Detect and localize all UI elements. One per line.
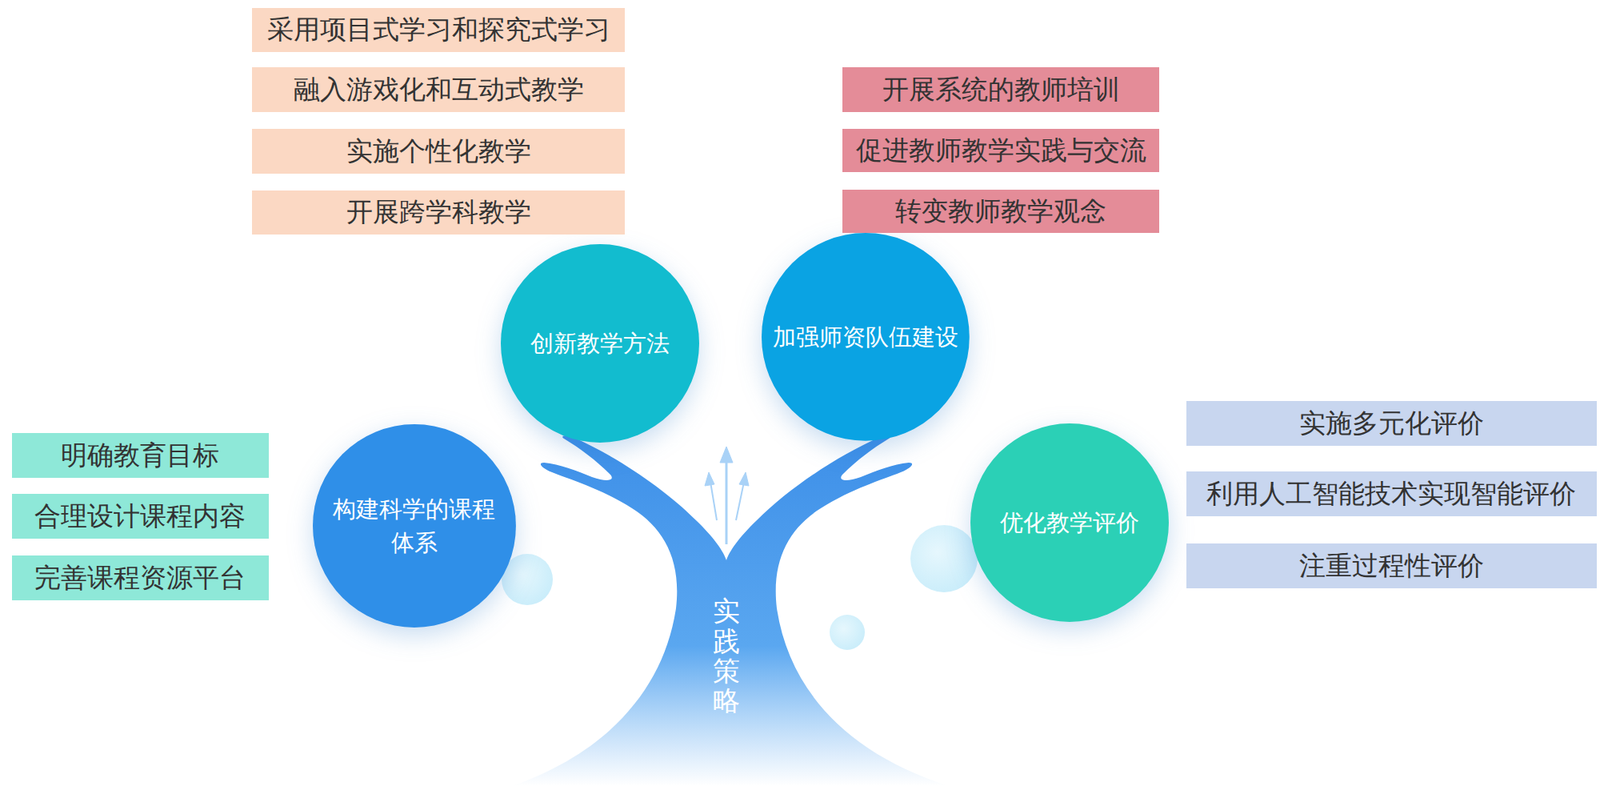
item-text: 转变教师教学观念: [895, 195, 1107, 228]
item-text: 实施个性化教学: [346, 135, 532, 168]
item-text: 明确教育目标: [60, 439, 220, 472]
item-text: 注重过程性评价: [1299, 549, 1484, 582]
item-text: 采用项目式学习和探究式学习: [267, 13, 611, 46]
measure-box: 开展跨学科教学: [252, 190, 625, 235]
item-text: 实施多元化评价: [1299, 407, 1484, 440]
measure-box: 注重过程性评价: [1186, 543, 1597, 588]
measure-box: 实施多元化评价: [1186, 400, 1597, 446]
item-text: 开展系统的教师培训: [882, 73, 1120, 106]
tree-trunk: [512, 435, 949, 786]
item-text: 促进教师教学实践与交流: [856, 134, 1147, 167]
item-text: 完善课程资源平台: [34, 561, 246, 594]
item-text: 融入游戏化和互动式教学: [293, 73, 584, 106]
strategy-title: 加强师资队伍建设: [772, 320, 959, 354]
strategy-circle: 创新教学方法: [500, 244, 700, 443]
item-text: 合理设计课程内容: [34, 500, 246, 532]
strategy-title: 创新教学方法: [530, 326, 670, 360]
circle-outline: [312, 424, 516, 628]
strategy-title: 优化教学评价: [1000, 505, 1140, 540]
strategy-circle: 优化教学评价: [970, 423, 1169, 622]
trunk-text: 实践策略: [712, 596, 740, 716]
item-text: 利用人工智能技术实现智能评价: [1206, 477, 1576, 510]
growth-arrows: [704, 446, 749, 544]
measure-box: 合理设计课程内容: [12, 493, 269, 539]
item-text: 开展跨学科教学: [346, 196, 532, 228]
measure-box: 开展系统的教师培训: [842, 67, 1160, 112]
measure-box: 完善课程资源平台: [12, 555, 269, 600]
strategy-title: 构建科学的课程体系: [328, 492, 500, 560]
measure-box: 明确教育目标: [12, 432, 269, 478]
measure-box: 采用项目式学习和探究式学习: [252, 8, 625, 52]
measure-box: 实施个性化教学: [252, 128, 625, 174]
measure-box: 转变教师教学观念: [842, 189, 1160, 233]
measure-box: 促进教师教学实践与交流: [842, 128, 1160, 172]
trunk-label-node: 实践策略: [702, 584, 751, 728]
measure-box: 利用人工智能技术实现智能评价: [1186, 471, 1597, 516]
strategy-circle: 加强师资队伍建设: [761, 232, 970, 441]
strategy-circle: 构建科学的课程体系: [312, 424, 516, 628]
measure-box: 融入游戏化和互动式教学: [252, 67, 625, 112]
